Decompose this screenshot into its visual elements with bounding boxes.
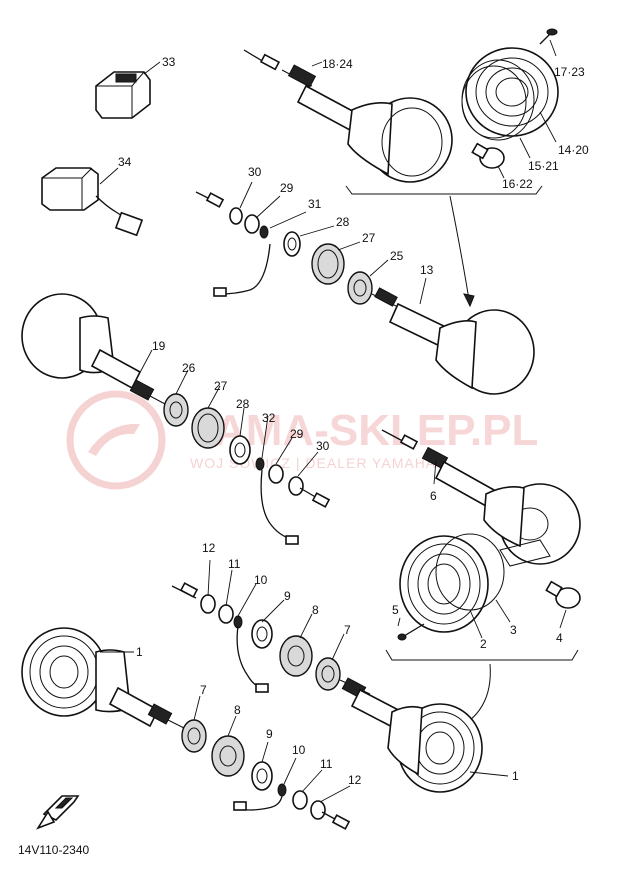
label-30-b: 30 [316, 439, 330, 453]
label-13: 13 [420, 263, 434, 277]
label-5: 5 [392, 603, 399, 617]
label-33: 33 [162, 55, 176, 69]
label-19: 19 [152, 339, 166, 353]
label-11-a: 11 [228, 557, 241, 571]
label-3: 3 [510, 623, 517, 637]
label-27-a: 27 [362, 231, 376, 245]
label-1-a: 1 [136, 645, 143, 659]
label-6: 6 [430, 489, 437, 503]
label-18-24: 18·24 [322, 57, 353, 71]
label-10-b: 10 [292, 743, 306, 757]
label-16-22: 16·22 [502, 177, 533, 191]
watermark-subtitle: WOJ SOWICZ | DEALER YAMAHA [190, 455, 436, 471]
label-25: 25 [390, 249, 404, 263]
label-7-a: 7 [344, 623, 351, 637]
label-8-b: 8 [234, 703, 241, 717]
label-26: 26 [182, 361, 196, 375]
label-34: 34 [118, 155, 132, 169]
label-27-b: 27 [214, 379, 228, 393]
front-signal-parts-upper [171, 559, 371, 695]
label-1-b: 1 [512, 769, 519, 783]
label-30-a: 30 [248, 165, 262, 179]
label-32: 32 [262, 411, 276, 425]
label-14-20: 14·20 [558, 143, 589, 157]
label-12-a: 12 [202, 541, 216, 555]
label-31: 31 [308, 197, 322, 211]
label-2: 2 [480, 637, 487, 651]
label-29-a: 29 [280, 181, 294, 195]
front-signal-assembly-lower-right [341, 677, 509, 793]
label-8-a: 8 [312, 603, 319, 617]
rear-signal-assembly-left [21, 293, 331, 545]
front-signal-assembly-right [381, 429, 581, 733]
label-28-a: 28 [336, 215, 350, 229]
label-12-b: 12 [348, 773, 362, 787]
watermark-logo [66, 390, 166, 490]
label-29-b: 29 [290, 427, 304, 441]
label-17-23: 17·23 [554, 65, 585, 79]
rear-signal-assembly-middle [195, 181, 535, 395]
label-9-b: 9 [266, 727, 273, 741]
flasher-34 [41, 167, 144, 237]
label-10-a: 10 [254, 573, 268, 587]
watermark: AMA-SKLEP.PL WOJ SOWICZ | DEALER YAMAHA [66, 390, 538, 490]
label-15-21: 15·21 [528, 159, 559, 173]
diagram-code: 14V110-2340 [18, 843, 90, 857]
label-7-b: 7 [200, 683, 207, 697]
rear-signal-assembly-top [243, 28, 559, 308]
watermark-logo-mark [88, 423, 140, 456]
label-11-b: 11 [320, 757, 333, 771]
front-signal-assembly-left [21, 627, 351, 830]
watermark-title: AMA-SKLEP.PL [214, 406, 538, 455]
label-9-a: 9 [284, 589, 291, 603]
label-28-b: 28 [236, 397, 250, 411]
label-4: 4 [556, 631, 563, 645]
front-arrow-icon [36, 795, 80, 830]
callout-labels: 33 34 18·24 17·23 14·20 15·21 16·22 30 2… [118, 55, 589, 787]
relay-33 [95, 61, 161, 119]
